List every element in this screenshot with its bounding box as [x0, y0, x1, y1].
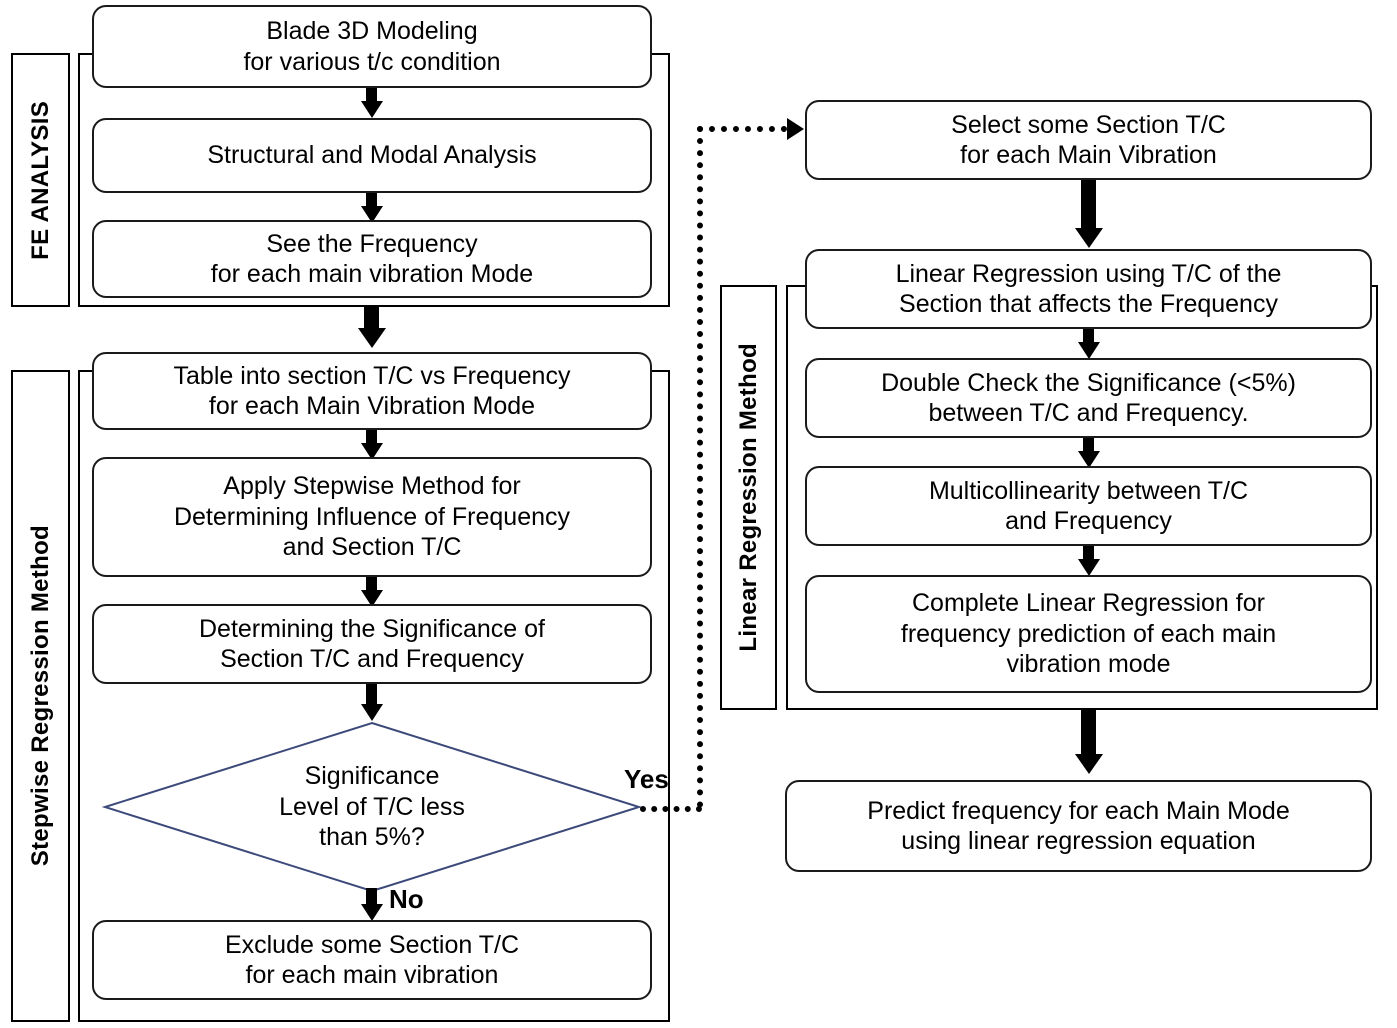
group-label-linear-text: Linear Regression Method: [734, 343, 762, 652]
node-text-line: Multicollinearity between T/C: [928, 476, 1249, 505]
group-label-fe-analysis-text: FE ANALYSIS: [26, 100, 54, 260]
arrowhead-linreg-to-doublecheck: [1078, 342, 1100, 359]
decision-diamond-shape: [101, 721, 643, 893]
node-predict-frequency-text: Predict frequency for each Main Mode usi…: [867, 796, 1289, 857]
node-text-line: for each Main Vibration Mode: [208, 392, 536, 420]
node-text-line: for each main vibration: [245, 961, 499, 989]
node-text-line: Double Check the Significance (<5%): [881, 368, 1296, 397]
node-text-line: Table into section T/C vs Frequency: [173, 361, 571, 390]
edge-label-yes: Yes: [624, 764, 669, 794]
node-exclude-section-text: Exclude some Section T/C for each main v…: [225, 930, 519, 991]
arrowhead-structural-to-seefreq: [361, 206, 383, 223]
group-label-fe-analysis: FE ANALYSIS: [11, 53, 70, 307]
arrowhead-linear-group-to-predict: [1075, 754, 1103, 774]
node-text-line: Exclude some Section T/C: [224, 930, 520, 959]
node-apply-stepwise-text: Apply Stepwise Method for Determining In…: [174, 471, 570, 563]
node-exclude-section[interactable]: Exclude some Section T/C for each main v…: [92, 920, 652, 1000]
node-apply-stepwise[interactable]: Apply Stepwise Method for Determining In…: [92, 457, 652, 577]
node-text-line: for each Main Vibration: [960, 141, 1217, 169]
node-table-section[interactable]: Table into section T/C vs Frequency for …: [92, 352, 652, 430]
connector-structural-to-seefreq: [366, 193, 377, 209]
node-text-line: Linear Regression using T/C of the: [895, 259, 1282, 288]
dotted-path-yes-vertical: [697, 126, 703, 808]
node-table-section-text: Table into section T/C vs Frequency for …: [174, 361, 571, 422]
node-complete-regression[interactable]: Complete Linear Regression for frequency…: [805, 575, 1372, 693]
node-blade-modeling-text: Blade 3D Modeling for various t/c condit…: [243, 16, 500, 77]
node-linear-regression-text: Linear Regression using T/C of the Secti…: [896, 259, 1282, 320]
node-text-line: frequency prediction of each main: [900, 619, 1277, 648]
dotted-path-yes-horizontal-top: [697, 126, 787, 132]
node-decision-significance[interactable]: Significance Level of T/C less than 5%?: [101, 721, 643, 893]
node-text-line: Apply Stepwise Method for: [223, 472, 521, 501]
connector-determining-to-decision: [366, 684, 377, 706]
node-text-line: Complete Linear Regression for: [912, 589, 1265, 618]
node-see-frequency[interactable]: See the Frequency for each main vibratio…: [92, 220, 652, 298]
node-text-line: Determining the Significance of: [198, 614, 546, 643]
node-text-line: and Section T/C: [282, 533, 462, 562]
node-text-line: Predict frequency for each Main Mode: [867, 796, 1290, 825]
node-text-line: Determining Influence of Frequency: [173, 502, 571, 531]
node-see-frequency-text: See the Frequency for each main vibratio…: [211, 229, 533, 290]
connector-multicol-to-complete: [1083, 546, 1094, 562]
group-label-stepwise-text: Stepwise Regression Method: [26, 525, 54, 867]
node-text-line: Section T/C and Frequency: [220, 645, 524, 673]
node-text-line: Structural and Modal Analysis: [207, 141, 537, 170]
node-multicollinearity[interactable]: Multicollinearity between T/C and Freque…: [805, 466, 1372, 546]
arrowhead-stepwise-to-determining: [361, 590, 383, 607]
group-label-linear: Linear Regression Method: [720, 285, 777, 710]
arrowhead-decision-no: [361, 904, 383, 921]
connector-decision-no: [366, 888, 377, 907]
node-blade-modeling[interactable]: Blade 3D Modeling for various t/c condit…: [92, 5, 652, 88]
connector-fe-to-table: [364, 307, 379, 332]
connector-select-to-linreg: [1081, 180, 1096, 232]
connector-blade-to-structural: [366, 88, 377, 104]
node-structural-modal[interactable]: Structural and Modal Analysis: [92, 118, 652, 193]
node-multicollinearity-text: Multicollinearity between T/C and Freque…: [929, 476, 1248, 537]
connector-stepwise-to-determining: [366, 577, 377, 593]
node-text-line: and Frequency: [1005, 507, 1172, 535]
node-select-section-text: Select some Section T/C for each Main Vi…: [951, 110, 1226, 171]
node-structural-modal-text: Structural and Modal Analysis: [207, 140, 536, 171]
node-double-check-text: Double Check the Significance (<5%) betw…: [881, 368, 1296, 429]
dotted-path-yes-horizontal-bottom: [640, 806, 702, 812]
connector-doublecheck-to-multicol: [1083, 438, 1094, 454]
arrowhead-yes-into-select: [787, 118, 804, 140]
node-predict-frequency[interactable]: Predict frequency for each Main Mode usi…: [785, 780, 1372, 872]
arrowhead-blade-to-structural: [361, 101, 383, 118]
arrowhead-multicol-to-complete: [1078, 559, 1100, 576]
edge-label-no: No: [389, 884, 424, 914]
node-text-line: vibration mode: [1006, 650, 1171, 679]
node-text-line: Select some Section T/C: [951, 110, 1226, 139]
node-text-line: using linear regression equation: [901, 827, 1256, 855]
arrowhead-doublecheck-to-multicol: [1078, 451, 1100, 468]
arrowhead-table-to-stepwise: [361, 443, 383, 460]
node-text-line: for each main vibration Mode: [210, 260, 534, 288]
node-determining-significance[interactable]: Determining the Significance of Section …: [92, 604, 652, 684]
connector-linear-group-to-predict: [1081, 710, 1096, 758]
node-complete-regression-text: Complete Linear Regression for frequency…: [901, 588, 1276, 680]
connector-table-to-stepwise: [366, 430, 377, 446]
node-text-line: See the Frequency: [266, 229, 478, 258]
node-text-line: Blade 3D Modeling: [266, 17, 478, 45]
node-select-section[interactable]: Select some Section T/C for each Main Vi…: [805, 100, 1372, 180]
arrowhead-fe-to-table: [358, 328, 386, 348]
node-text-line: Section that affects the Frequency: [899, 290, 1278, 318]
node-double-check[interactable]: Double Check the Significance (<5%) betw…: [805, 358, 1372, 438]
node-determining-significance-text: Determining the Significance of Section …: [199, 614, 545, 675]
node-text-line: for various t/c condition: [243, 47, 501, 76]
arrowhead-determining-to-decision: [361, 704, 383, 721]
node-text-line: between T/C and Frequency.: [928, 399, 1249, 427]
connector-linreg-to-doublecheck: [1083, 329, 1094, 345]
group-label-stepwise: Stepwise Regression Method: [11, 370, 70, 1022]
node-linear-regression[interactable]: Linear Regression using T/C of the Secti…: [805, 249, 1372, 329]
arrowhead-select-to-linreg: [1075, 228, 1103, 248]
